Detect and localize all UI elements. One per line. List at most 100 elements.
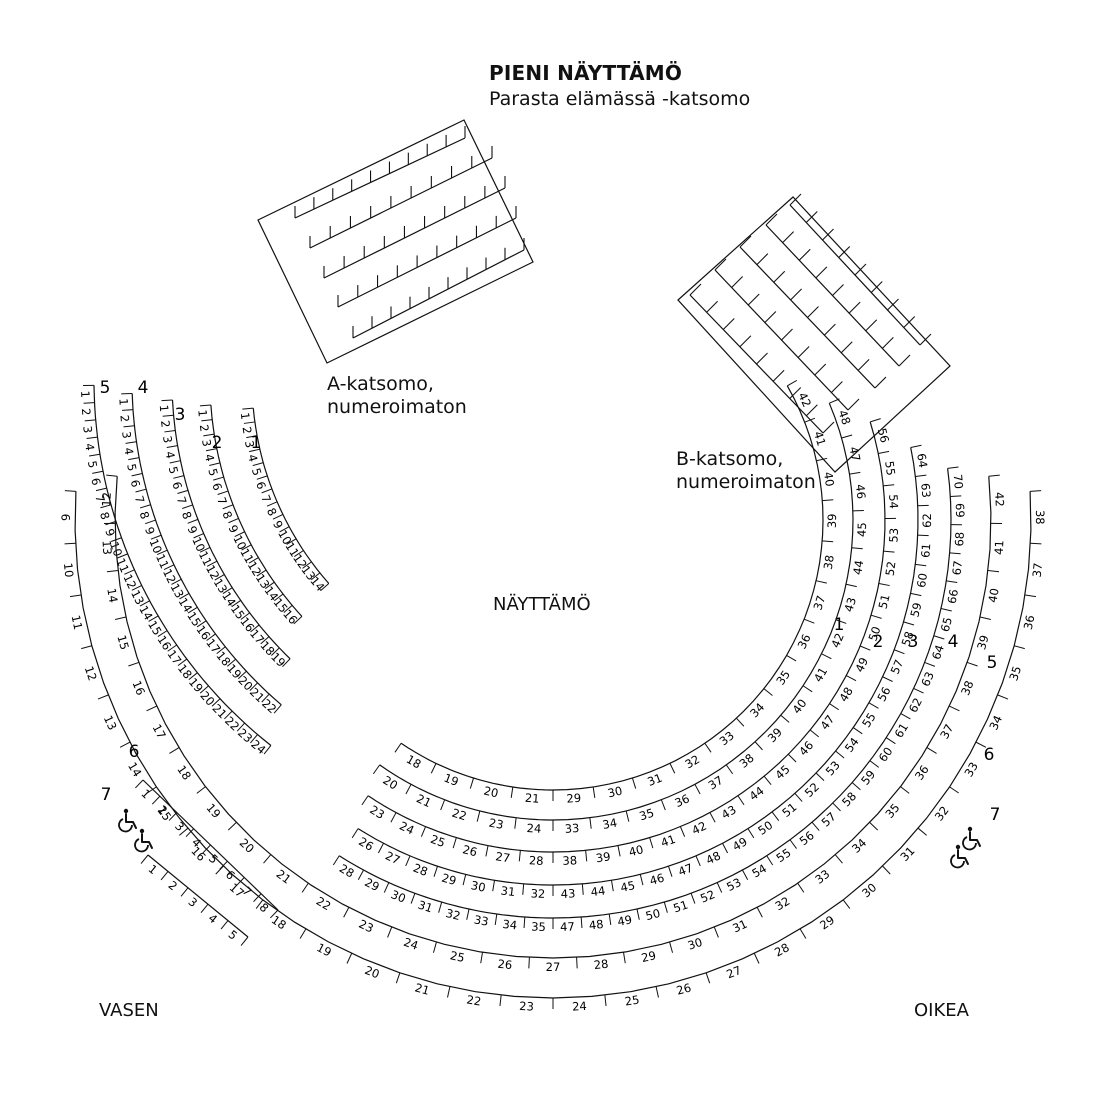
right-row-label-3: 3 [908,632,919,652]
right-row-2-right-seat-number: 44 [850,559,866,576]
left-row-5-separator [263,745,272,755]
right-row-5-right-seat-number: 63 [918,670,937,689]
right-row-5-left-separator [466,908,470,920]
right-row-6-seat-number: 14 [104,587,120,604]
right-row-6-seat-number: 25 [449,948,466,965]
right-row-2-right-seat-number: 46 [853,484,868,500]
right-row-7-seat-number: 25 [624,992,641,1008]
right-row-6-separator [146,705,157,712]
right-row-3-right-seat-number: 47 [817,712,837,732]
left-row-5-seat-number: 9 [102,527,118,538]
left-row-7-separator [200,903,209,914]
right-row-6-separator [106,570,118,573]
right-row-4-left-seat-number: 26 [356,834,376,853]
right-row-4-left-separator [351,828,359,839]
right-row-6-seat-number: 34 [849,836,869,856]
stand-b-bench-3-tick [874,376,887,389]
right-row-5-left-separator [438,901,443,913]
right-row-1-right-seat-number: 38 [821,554,837,571]
right-row-4-right-seat-number: 59 [907,601,924,619]
right-row-7-separator [395,972,401,984]
stand-b-bench-3-tick [823,323,836,336]
left-row-4-seat-number: 1 [116,398,130,406]
right-row-5-right-seat-number: 53 [724,875,743,894]
right-row-5-right-seat-number: 61 [892,720,912,740]
stand-b-bench-4-tick [848,301,861,314]
left-row-1-seat-number: 11 [282,540,302,560]
left-row-4-seat-number: 4 [121,446,136,456]
right-row-4-right-separator [903,621,915,626]
right-row-7-seat-number: 14 [125,760,145,780]
right-row-6-separator [967,661,978,667]
right-row-4-right-separator [910,444,922,448]
right-row-4-left-separator [492,880,495,892]
right-row-6-separator [169,747,180,754]
right-row-4-right-separator [882,676,893,682]
right-row-3-right-separator [878,582,890,587]
left-row-3-separator [199,547,211,553]
right-row-5-right-seat-number: 49 [616,912,633,928]
right-row-6-seat-number: 39 [974,633,991,651]
right-row-4-right-seat-number: 60 [914,572,930,589]
stand-b-bench-5-tick [870,281,883,293]
right-row-3-right-separator [883,550,895,553]
right-row-3-left-separator [361,795,369,806]
right-row-6-seat-number: 13 [100,540,115,555]
right-row-7-seat-number: 38 [1033,510,1047,525]
stand-a-label: A-katsomo, numeroimaton [327,373,467,419]
show-name: Parasta elämässä -katsomo [489,88,751,110]
right-row-2-right-seat-number: 48 [835,408,853,426]
right-row-4-right-seat-number: 64 [914,452,930,469]
right-row-2-left-separator [440,799,446,811]
right-row-4-right-separator [852,727,863,735]
stand-b-bench-4-tick [815,266,828,279]
left-row-5-separator [84,419,96,422]
stand-b-bench-5-tick [887,298,899,311]
right-row-7-seat-number: 19 [314,940,333,959]
left-row-3-separator [271,647,280,656]
left-row-4-separator [145,519,156,525]
right-row-1-right-separator [815,580,827,584]
right-row-5-left-seat-number: 31 [416,898,434,916]
left-row-1-seat-number: 1 [238,412,253,421]
right-row-5-right-seat-number: 52 [698,887,717,906]
right-row-7-separator [917,827,928,836]
right-row-3-right-seat-number: 43 [719,802,739,822]
right-row-4-right-separator [695,855,701,867]
stand-a-outline [257,119,534,364]
right-row-3-right-separator [829,703,840,711]
stand-a-bench-5 [352,249,525,339]
right-row-7-seat-number: 27 [724,963,743,981]
right-row-6-separator [713,927,719,938]
right-row-3-right-seat-number: 46 [796,738,816,758]
stand-b-bench-2-tick [781,328,793,341]
right-row-6-seat-number: 30 [686,935,704,953]
left-row-1-seat-number: 4 [245,453,260,464]
left-row-6-seat-number: 1 [138,786,153,801]
left-row-2-separator [217,490,229,496]
right-row-7-separator [882,865,891,875]
wheelchair-icon [962,826,981,851]
right-row-6-seat-number: 17 [150,722,169,742]
left-row-1-seat-number: 2 [239,425,254,434]
stage-label: NÄYTTÄMÖ [493,594,591,615]
right-row-2-right-separator [835,619,847,624]
right-row-1-right-seat-number: 31 [645,771,664,789]
right-row-7-seat-number: 11 [69,614,86,631]
right-row-3-right-baseline [552,421,886,853]
right-row-5-right-seat-number: 56 [797,828,817,848]
right-row-2-left-seat-number: 23 [488,816,505,832]
left-row-4-seat-number: 9 [142,525,158,537]
right-row-3-left-seat-number: 26 [461,842,479,859]
left-row-1-separator [256,475,268,480]
right-row-3-right-seat-number: 50 [865,624,883,642]
right-row-1-left-seat-number: 20 [482,784,499,801]
right-row-1-right-separator [592,786,596,798]
left-row-5-separator [157,630,168,637]
stand-b-bench-2-tick [797,346,810,358]
right-row-3-right-separator [679,826,686,837]
left-row-5-seat-number: 15 [145,618,165,638]
left-row-5-separator [117,553,128,559]
stand-b-bench-2-tick [847,398,860,411]
right-row-6-seat-number: 19 [203,801,223,821]
